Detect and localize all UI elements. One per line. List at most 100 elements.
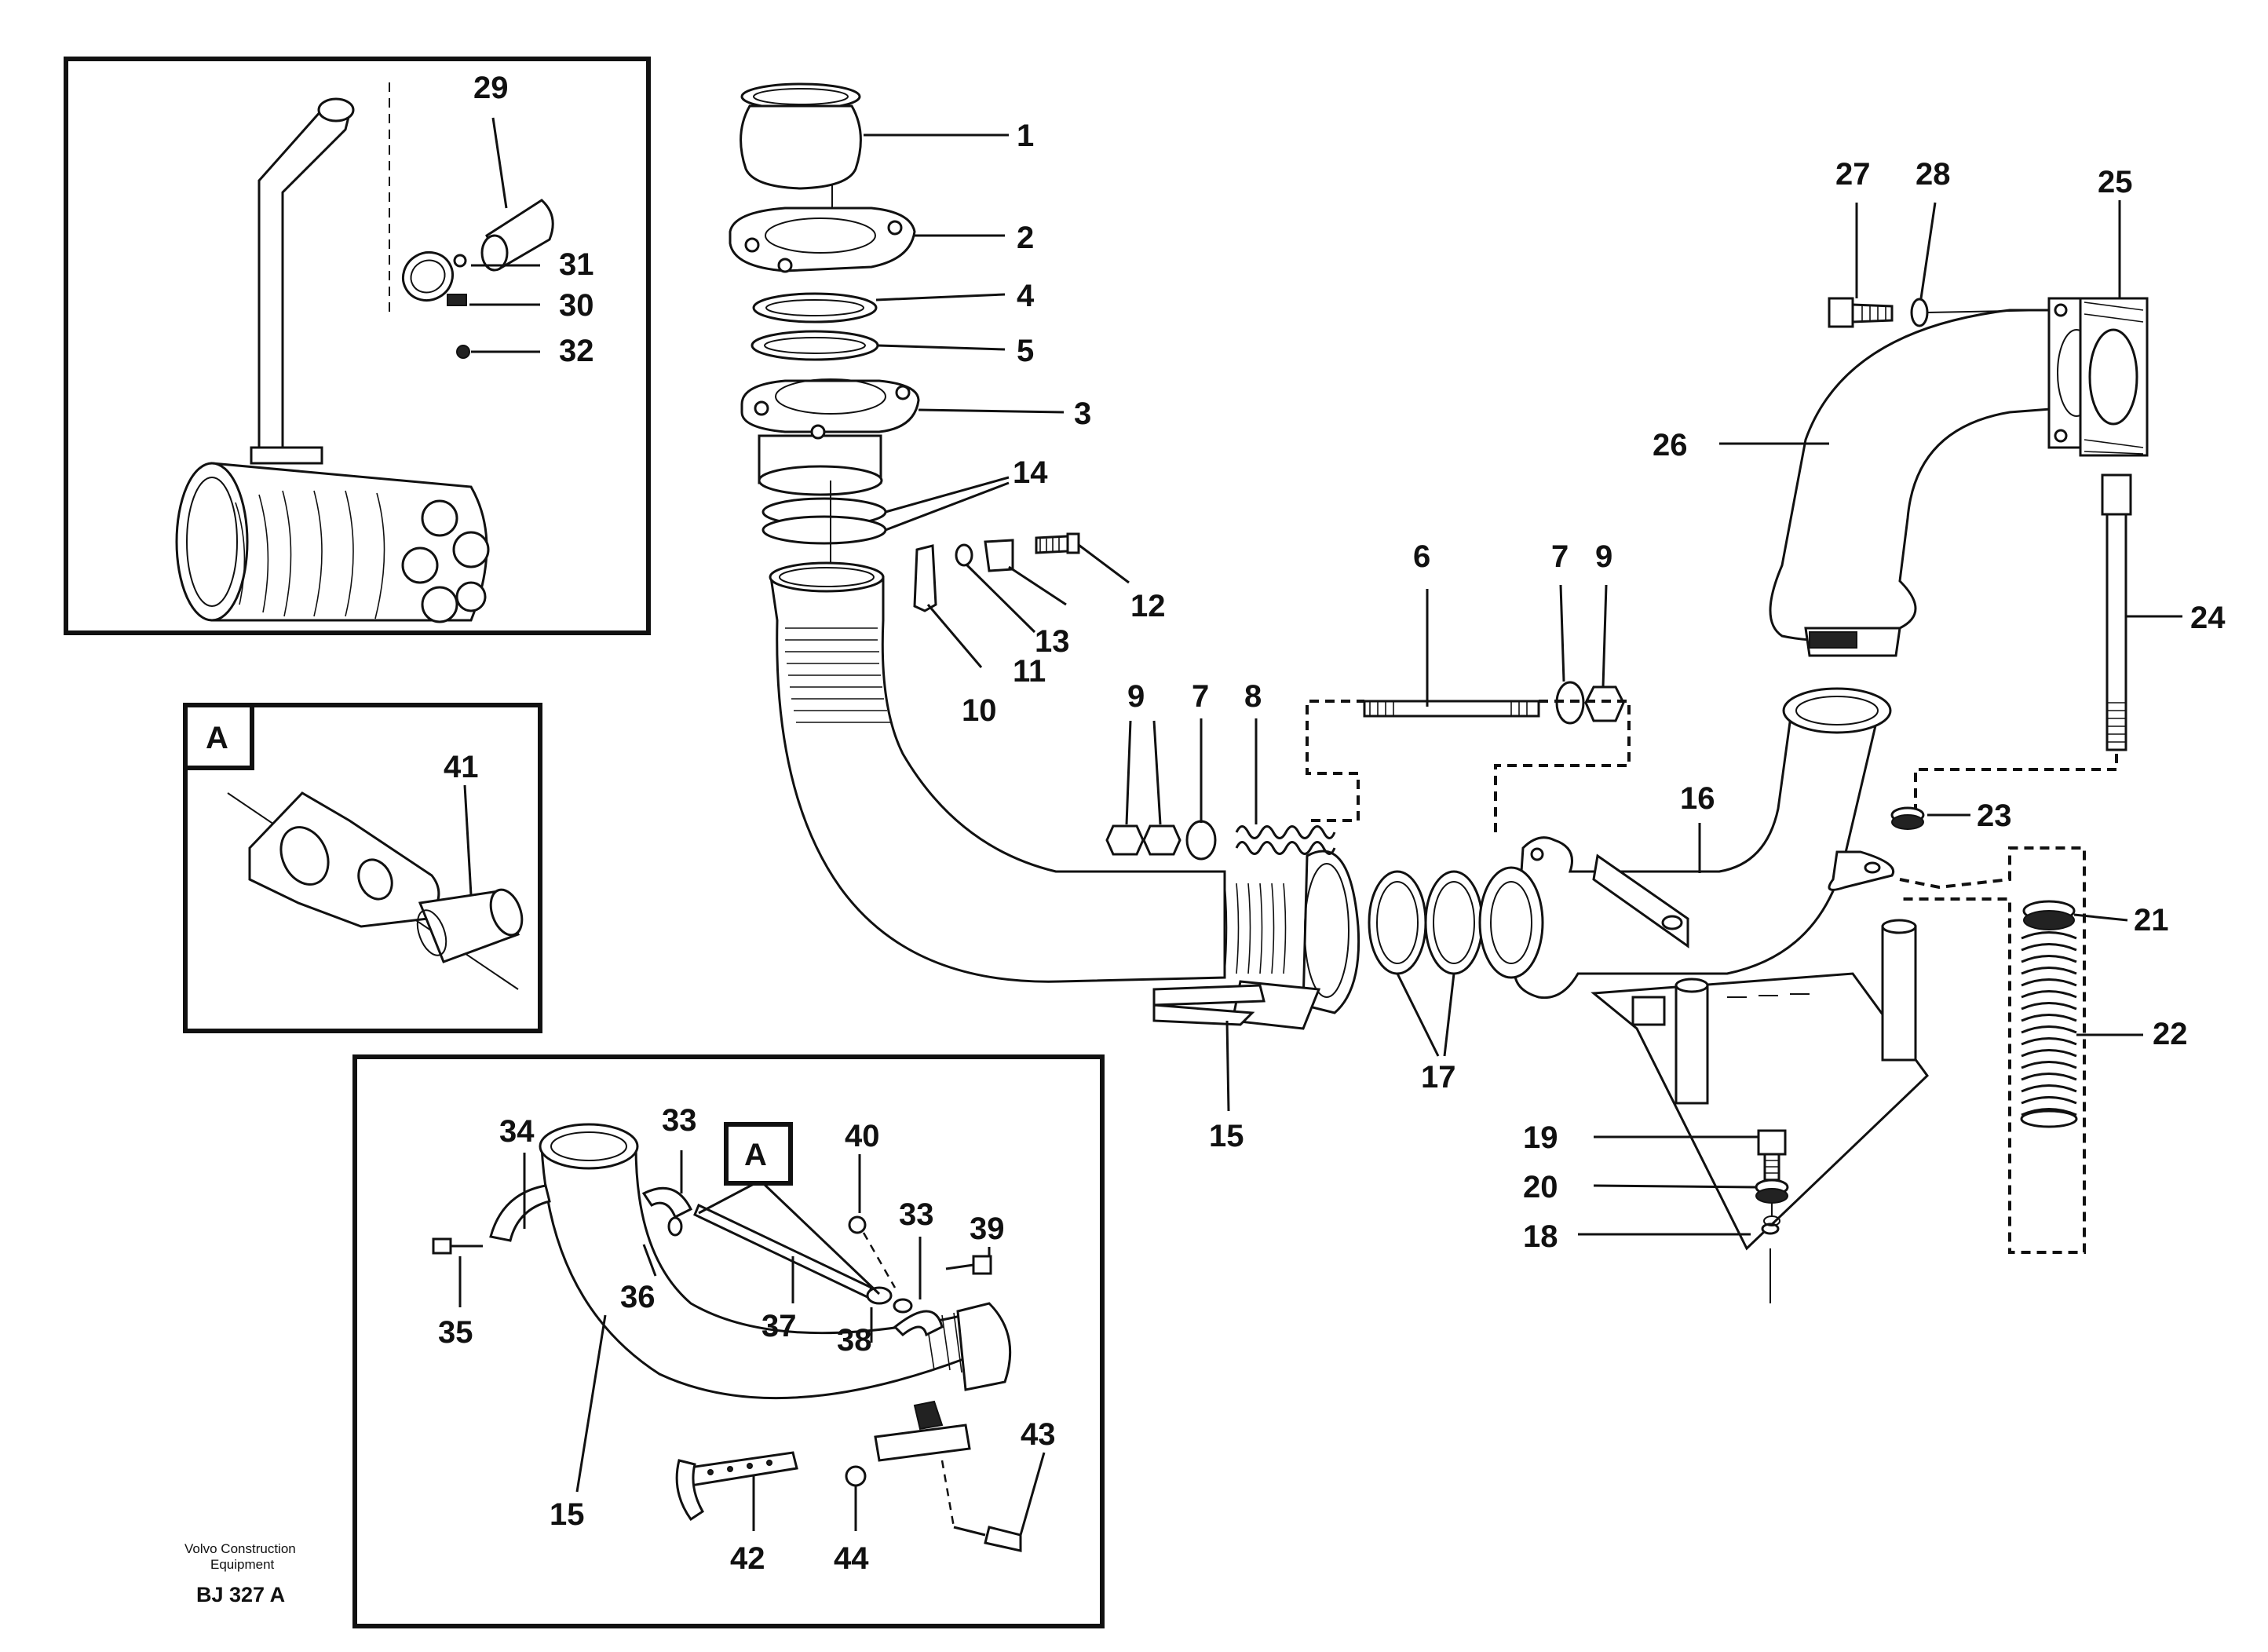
bracket-23 xyxy=(1828,850,1895,891)
washer-7-left xyxy=(1185,820,1217,861)
label-36: 36 xyxy=(620,1280,656,1314)
label-35: 35 xyxy=(438,1315,473,1350)
washer-21 xyxy=(2022,900,2076,930)
label-30: 30 xyxy=(559,288,594,323)
nut-36 xyxy=(667,1216,683,1237)
label-15-alt: 15 xyxy=(550,1497,585,1532)
detail-a-ref-tag: A xyxy=(744,1138,767,1172)
label-24: 24 xyxy=(2190,601,2226,635)
bolt-19 xyxy=(1757,1129,1787,1182)
rod-37 xyxy=(693,1203,893,1305)
curved-pipe-15 xyxy=(769,561,1360,1030)
bellows-1 xyxy=(740,82,862,190)
nut-9-left-b xyxy=(1142,824,1181,856)
label-33-upper: 33 xyxy=(662,1103,697,1138)
label-27: 27 xyxy=(1835,157,1871,192)
strap-34 xyxy=(489,1184,551,1242)
label-8: 8 xyxy=(1244,679,1262,714)
label-23: 23 xyxy=(1977,799,2012,833)
clamp-30 xyxy=(401,250,467,306)
label-25: 25 xyxy=(2098,165,2133,199)
flange-3 xyxy=(740,378,920,496)
label-41: 41 xyxy=(444,750,479,784)
label-40: 40 xyxy=(845,1119,880,1153)
clip-10 xyxy=(913,544,937,612)
strap-33-upper xyxy=(641,1186,693,1219)
nut-38 xyxy=(893,1298,913,1314)
nut-9-left-a xyxy=(1105,824,1145,856)
bracket-42 xyxy=(675,1451,798,1522)
rings-14 xyxy=(761,497,887,545)
tab-washer-13 xyxy=(984,539,1014,572)
elbow-pipe-26 xyxy=(1769,297,2105,657)
support-plate-18 xyxy=(1591,972,1929,1251)
detail-a-ref-tag-box xyxy=(724,1122,793,1186)
silencer-inset: 29 31 30 32 xyxy=(64,57,651,635)
detail-a-frame xyxy=(183,703,542,1033)
ring-4 xyxy=(752,292,878,323)
label-13: 13 xyxy=(1035,624,1070,659)
washer-23 xyxy=(1890,806,1925,830)
label-34: 34 xyxy=(499,1114,535,1149)
pipe-16 xyxy=(1478,687,1892,1000)
label-21: 21 xyxy=(2134,903,2169,937)
label-26: 26 xyxy=(1653,428,1688,462)
label-9-left: 9 xyxy=(1127,679,1145,714)
label-44: 44 xyxy=(834,1541,869,1576)
bracket-plate-41 xyxy=(248,791,440,928)
label-31: 31 xyxy=(559,247,594,282)
label-1: 1 xyxy=(1017,119,1034,153)
silencer-drum xyxy=(175,446,490,623)
label-32: 32 xyxy=(559,334,594,368)
label-22: 22 xyxy=(2153,1017,2188,1051)
label-7-left: 7 xyxy=(1192,679,1209,714)
bracket-15 xyxy=(1152,984,1265,1026)
label-20: 20 xyxy=(1523,1170,1558,1204)
detail-a-tag: A xyxy=(206,721,228,755)
bolt-27 xyxy=(1828,297,1894,328)
ring-5 xyxy=(751,330,879,361)
screw-31 xyxy=(453,254,467,268)
label-10: 10 xyxy=(962,693,997,728)
spring-8 xyxy=(1235,825,1336,855)
label-2: 2 xyxy=(1017,221,1034,255)
manufacturer-line-1: Volvo Construction xyxy=(184,1541,296,1556)
washer-20 xyxy=(1755,1179,1789,1204)
bolt-35 xyxy=(432,1237,483,1255)
label-28: 28 xyxy=(1916,157,1951,192)
label-7-right: 7 xyxy=(1551,539,1569,574)
label-5: 5 xyxy=(1017,334,1034,368)
gasket-25 xyxy=(2079,297,2149,457)
guide-post xyxy=(1881,919,1917,1062)
nut-44 xyxy=(845,1465,867,1487)
nut-40 xyxy=(848,1215,867,1234)
label-42: 42 xyxy=(730,1541,765,1576)
label-39: 39 xyxy=(970,1212,1005,1246)
label-14: 14 xyxy=(1013,455,1048,490)
label-16: 16 xyxy=(1680,781,1715,816)
flange-2 xyxy=(729,206,916,273)
washer-11 xyxy=(955,543,973,567)
silencer-inset-frame xyxy=(64,57,651,635)
manufacturer-line-2: Equipment xyxy=(210,1557,275,1572)
exhaust-stack-pipe xyxy=(257,82,390,461)
label-43: 43 xyxy=(1021,1417,1056,1452)
label-9-right: 9 xyxy=(1595,539,1612,574)
label-17: 17 xyxy=(1421,1060,1456,1095)
spring-22 xyxy=(2020,931,2078,1128)
detail-a-inset: A 41 xyxy=(183,703,542,1033)
alternative-pipe-frame xyxy=(352,1054,1105,1628)
washer-28 xyxy=(1910,298,1929,327)
label-15: 15 xyxy=(1209,1119,1244,1153)
curved-pipe-15-alt xyxy=(539,1123,1012,1400)
label-29: 29 xyxy=(473,71,509,105)
nut-9-right xyxy=(1584,685,1625,722)
long-bolt-24 xyxy=(2101,473,2132,751)
nut-32 xyxy=(456,345,470,359)
strap-33-lower xyxy=(893,1310,944,1337)
label-4: 4 xyxy=(1017,279,1035,313)
screw-12 xyxy=(1035,532,1080,554)
label-19: 19 xyxy=(1523,1120,1558,1155)
bracket-assembly-alt xyxy=(874,1400,971,1462)
